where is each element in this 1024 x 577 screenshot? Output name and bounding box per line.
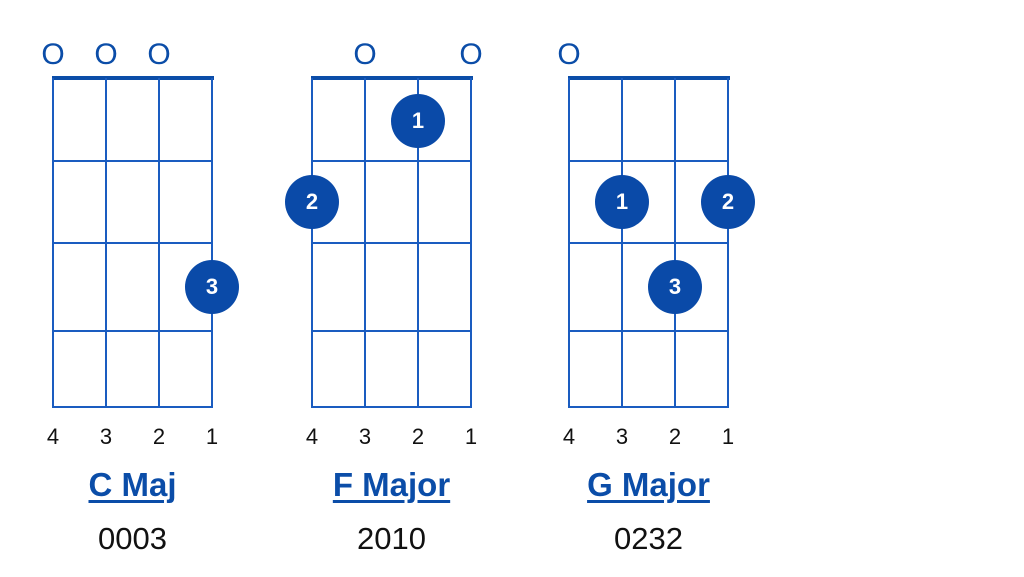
open-string-marker: O bbox=[557, 38, 581, 71]
open-string-marker: O bbox=[147, 38, 171, 71]
open-string-marker: O bbox=[353, 38, 377, 71]
finger-dot: 1 bbox=[391, 93, 445, 148]
chord-name-link[interactable]: F Major bbox=[332, 466, 451, 503]
nut-bar bbox=[311, 76, 473, 80]
string-number-label: 4 bbox=[562, 424, 576, 449]
chord-name-link[interactable]: C Maj bbox=[88, 466, 177, 503]
fret-line bbox=[568, 406, 729, 408]
fret-line bbox=[311, 160, 472, 162]
chord-fingering: 0232 bbox=[614, 521, 683, 556]
finger-dot: 1 bbox=[595, 175, 649, 229]
chord-name-link[interactable]: G Major bbox=[587, 466, 710, 503]
fret-line bbox=[52, 160, 213, 162]
fret-line bbox=[52, 330, 213, 332]
finger-dot: 3 bbox=[648, 260, 702, 314]
nut-bar bbox=[568, 76, 730, 80]
fret-line bbox=[568, 242, 729, 244]
string-number-label: 4 bbox=[46, 424, 60, 449]
open-string-marker: O bbox=[41, 38, 65, 71]
string-number-label: 1 bbox=[464, 424, 478, 449]
fret-line bbox=[311, 242, 472, 244]
open-string-marker: O bbox=[94, 38, 118, 71]
string-number-label: 3 bbox=[615, 424, 629, 449]
fret-line bbox=[568, 160, 729, 162]
string-number-label: 2 bbox=[152, 424, 166, 449]
fret-line bbox=[311, 406, 472, 408]
open-string-marker: O bbox=[459, 38, 483, 71]
chord-fingering: 0003 bbox=[98, 521, 167, 556]
finger-dot: 3 bbox=[185, 260, 239, 314]
string-number-label: 2 bbox=[668, 424, 682, 449]
nut-bar bbox=[52, 76, 214, 80]
string-number-label: 3 bbox=[358, 424, 372, 449]
chord-fingering: 2010 bbox=[357, 521, 426, 556]
fret-line bbox=[568, 330, 729, 332]
string-number-label: 4 bbox=[305, 424, 319, 449]
fret-line bbox=[52, 242, 213, 244]
string-number-label: 3 bbox=[99, 424, 113, 449]
string-number-label: 2 bbox=[411, 424, 425, 449]
finger-dot: 2 bbox=[285, 175, 339, 229]
string-number-label: 1 bbox=[721, 424, 735, 449]
finger-dot: 2 bbox=[701, 175, 755, 229]
fret-line bbox=[52, 406, 213, 408]
fret-line bbox=[311, 330, 472, 332]
string-number-label: 1 bbox=[205, 424, 219, 449]
